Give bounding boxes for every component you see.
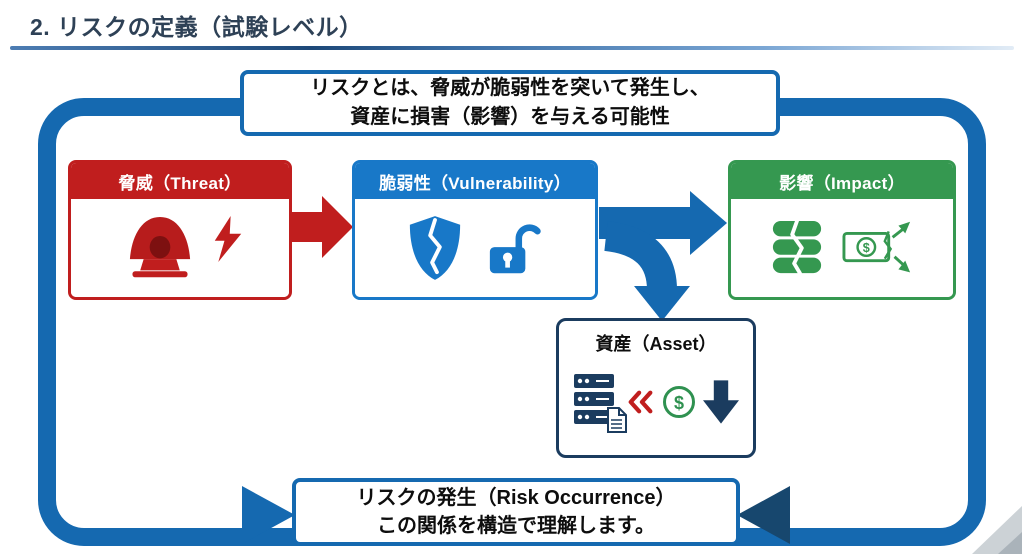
server-icon xyxy=(573,373,614,424)
cracked-shield-icon xyxy=(409,216,461,280)
cracked-database-icon xyxy=(772,219,822,275)
impact-header: 影響（Impact） xyxy=(731,163,953,199)
vulnerability-node: 脆弱性（Vulnerability） xyxy=(352,160,598,300)
definition-box: リスクとは、脅威が脆弱性を突いて発生し、 資産に損害（影響）を与える可能性 xyxy=(240,70,780,136)
threat-node: 脅威（Threat） xyxy=(68,160,292,300)
conclusion-box: リスクの発生（Risk Occurrence） この関係を構造で理解します。 xyxy=(292,478,740,546)
page-title: 2. リスクの定義（試験レベル） xyxy=(30,14,363,40)
svg-text:$: $ xyxy=(673,393,683,413)
document-icon xyxy=(606,406,627,433)
open-padlock-icon xyxy=(489,224,541,274)
impact-node: $ 影響（Impact） xyxy=(728,160,956,300)
dollar-coin-icon: $ xyxy=(662,385,695,418)
asset-title: 資産（Asset） xyxy=(595,334,717,354)
svg-text:$: $ xyxy=(863,241,870,255)
conclusion-line1: リスクの発生（Risk Occurrence） xyxy=(356,487,676,509)
money-loss-icon: $ xyxy=(842,221,911,273)
vulnerability-header: 脆弱性（Vulnerability） xyxy=(355,163,595,199)
definition-line1: リスクとは、脅威が脆弱性を突いて発生し、 xyxy=(310,77,710,99)
server-document-group xyxy=(573,373,627,433)
impact-body: $ xyxy=(731,199,953,297)
lightning-icon xyxy=(214,216,242,262)
down-arrow-icon xyxy=(702,379,739,424)
asset-body: $ xyxy=(573,356,739,455)
threat-header: 脅威（Threat） xyxy=(71,163,289,199)
threat-body xyxy=(71,199,289,297)
hacker-icon xyxy=(129,217,191,278)
title-divider xyxy=(10,46,1014,50)
asset-node: 資産（Asset） xyxy=(556,318,756,458)
vulnerability-body xyxy=(355,199,595,297)
definition-line2: 資産に損害（影響）を与える可能性 xyxy=(350,106,670,128)
transfer-chevrons-icon xyxy=(628,390,652,413)
corner-logo-accent xyxy=(998,532,1022,554)
conclusion-line2: この関係を構造で理解します。 xyxy=(377,515,655,537)
